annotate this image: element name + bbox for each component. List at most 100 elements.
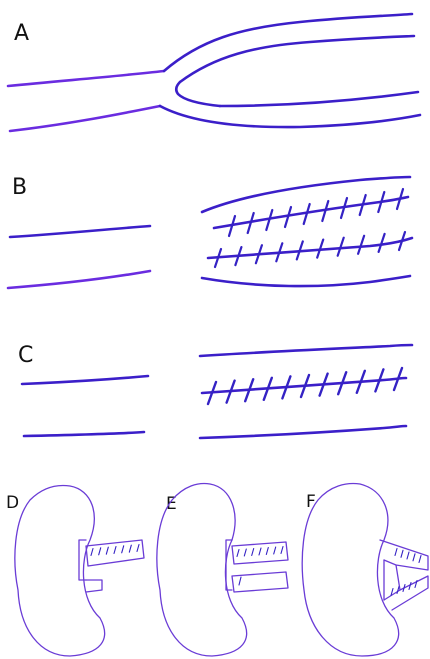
vessel-e-lower-graft bbox=[231, 571, 289, 593]
suture-stitch bbox=[258, 547, 262, 556]
suture-stitch bbox=[400, 549, 404, 558]
suture-stitch bbox=[374, 368, 385, 393]
vessel-c-suture-stitches bbox=[206, 366, 404, 406]
suture-stitch bbox=[213, 247, 223, 269]
vessel-f-suture-stitches bbox=[390, 547, 422, 597]
suture-stitch bbox=[262, 376, 273, 401]
suture-stitch bbox=[337, 371, 348, 396]
kidney-f-outline bbox=[301, 482, 400, 657]
suture-stitch bbox=[406, 551, 410, 560]
suture-stitch bbox=[357, 234, 366, 255]
suture-stitch bbox=[243, 378, 255, 403]
suture-stitch bbox=[225, 379, 236, 404]
suture-stitch bbox=[358, 193, 367, 217]
vessel-a-trunk-upper-wall bbox=[6, 69, 166, 88]
vessel-a-upper-branch-inner-wall bbox=[178, 34, 416, 84]
kidney-e-hilum-patch bbox=[225, 539, 233, 591]
panel-d: D bbox=[6, 484, 145, 657]
suture-stitch bbox=[396, 585, 400, 595]
vessel-b-left-upper-wall bbox=[8, 224, 152, 239]
suture-stitch bbox=[275, 242, 284, 263]
vessel-f-branch-junction bbox=[383, 559, 401, 601]
suture-stitch bbox=[206, 380, 218, 406]
vessel-c-left-lower-wall bbox=[22, 430, 146, 438]
vessel-c-right-bottom-wall bbox=[198, 424, 408, 440]
panel-c-label: C bbox=[18, 343, 33, 368]
suture-stitch bbox=[339, 196, 349, 220]
vessel-b-lower-suture-stitches bbox=[213, 230, 407, 269]
panel-f-label: F bbox=[306, 492, 316, 512]
kidney-d-hilum-patch bbox=[78, 539, 87, 581]
vessel-a-lower-branch-inner-wall bbox=[218, 90, 420, 108]
kidney-d-outline bbox=[14, 484, 106, 657]
vessel-d-lower-stump bbox=[85, 579, 103, 593]
suture-stitch bbox=[121, 545, 125, 554]
suture-stitch bbox=[395, 187, 405, 211]
suture-stitch bbox=[90, 547, 94, 557]
suture-stitch bbox=[243, 548, 247, 557]
vessel-f-lower-branch bbox=[383, 575, 429, 611]
vessel-c-right-top-wall bbox=[198, 343, 414, 358]
suture-stitch bbox=[265, 208, 274, 232]
vessel-b-upper-suture-stitches bbox=[227, 187, 405, 238]
suture-stitch bbox=[377, 190, 386, 214]
suture-stitch bbox=[394, 547, 398, 557]
suture-stitch bbox=[136, 543, 140, 553]
panel-c: C bbox=[18, 343, 414, 440]
suture-stitch bbox=[377, 232, 386, 253]
suture-stitch bbox=[236, 548, 240, 558]
suture-stitch bbox=[418, 554, 422, 564]
suture-stitch bbox=[98, 547, 102, 556]
vessel-b-right-top-wall bbox=[200, 175, 412, 214]
panel-b-label: B bbox=[12, 175, 27, 200]
panel-d-label: D bbox=[6, 493, 19, 513]
suture-stitch bbox=[281, 375, 292, 400]
suture-stitch bbox=[390, 587, 394, 597]
vessel-a-lower-branch-outer-wall bbox=[158, 104, 422, 129]
suture-stitch bbox=[414, 579, 418, 589]
vessel-f-upper-branch bbox=[379, 539, 429, 571]
suture-stitch bbox=[299, 373, 311, 399]
suture-stitch bbox=[280, 545, 284, 555]
vessel-a-upper-branch-outer-wall bbox=[162, 12, 414, 73]
panel-e-label: E bbox=[166, 494, 177, 514]
suture-stitch bbox=[355, 369, 366, 394]
suture-stitch bbox=[273, 546, 277, 555]
suture-stitch bbox=[128, 544, 132, 553]
suture-stitch bbox=[283, 205, 293, 229]
suture-stitch bbox=[402, 583, 406, 593]
panel-e: E bbox=[156, 482, 289, 657]
suture-stitch bbox=[397, 230, 407, 252]
suture-stitch bbox=[234, 246, 243, 267]
vessel-c-left-upper-wall bbox=[20, 374, 150, 386]
vessel-b-left-lower-wall bbox=[6, 269, 152, 290]
vessel-e-suture-stitches bbox=[236, 545, 284, 586]
suture-stitch bbox=[254, 244, 263, 265]
suture-stitch bbox=[408, 581, 412, 591]
vessel-e-upper-graft bbox=[231, 541, 289, 565]
panel-a-label: A bbox=[14, 21, 29, 46]
suture-stitch bbox=[238, 576, 242, 586]
suture-stitch bbox=[265, 546, 269, 556]
vessel-b-right-bottom-wall bbox=[200, 274, 412, 288]
vessel-a-trunk-lower-wall bbox=[8, 104, 162, 133]
suture-stitch bbox=[246, 211, 255, 235]
vessel-d-suture-stitches bbox=[90, 543, 140, 557]
suture-stitch bbox=[227, 214, 237, 238]
vessel-a-crotch bbox=[174, 80, 222, 108]
suture-stitch bbox=[318, 372, 329, 397]
vessel-d-upper-graft bbox=[85, 539, 145, 567]
suture-stitch bbox=[321, 199, 330, 223]
suture-stitch bbox=[295, 240, 304, 261]
suture-stitch bbox=[336, 236, 345, 257]
suture-stitch bbox=[316, 238, 325, 259]
suture-stitch bbox=[302, 202, 311, 226]
suture-stitch bbox=[392, 366, 404, 392]
suture-stitch bbox=[412, 553, 416, 562]
panel-b: B bbox=[6, 175, 414, 290]
vessel-b-right-lower-suture-line bbox=[206, 236, 414, 260]
panel-f: F bbox=[301, 482, 429, 657]
suture-stitch bbox=[113, 545, 117, 555]
panel-a: A bbox=[6, 12, 422, 133]
